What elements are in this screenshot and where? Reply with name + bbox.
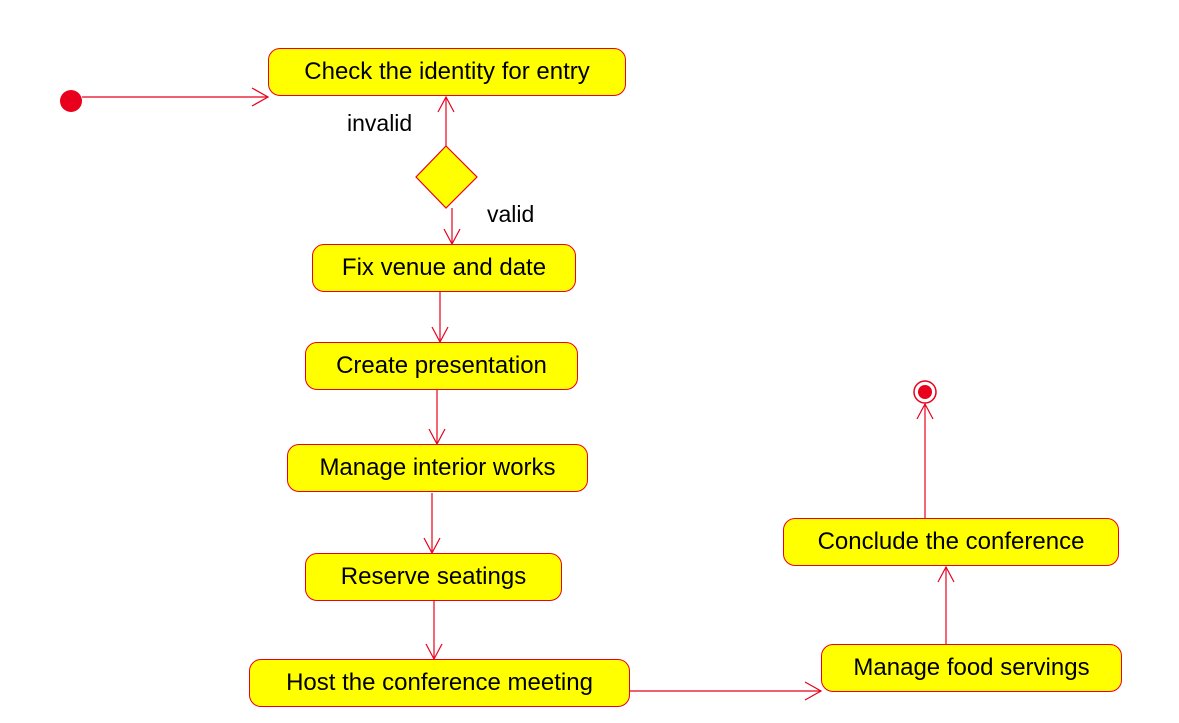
action-conclude: Conclude the conference: [783, 518, 1119, 566]
action-manage-interior: Manage interior works: [287, 444, 588, 492]
edge-start-to-check: [82, 87, 270, 107]
edge-interior-to-seatings: [423, 493, 441, 555]
edge-food-to-conclude: [937, 565, 955, 644]
action-manage-food: Manage food servings: [821, 644, 1122, 692]
action-host-meeting: Host the conference meeting: [249, 659, 630, 707]
guard-invalid-label: invalid: [347, 110, 413, 136]
start-node: [60, 90, 82, 112]
edge-conclude-to-end: [916, 402, 934, 518]
edge-fix-venue-to-presentation: [431, 292, 449, 344]
guard-valid-label: valid: [487, 201, 535, 227]
end-node: [913, 380, 937, 404]
edge-presentation-to-interior: [428, 390, 446, 446]
edge-seatings-to-host: [425, 601, 443, 661]
action-create-presentation: Create presentation: [305, 342, 578, 390]
action-check-identity: Check the identity for entry: [268, 48, 626, 96]
action-reserve-seatings: Reserve seatings: [305, 553, 562, 601]
edge-decision-to-check: [437, 95, 455, 146]
edge-host-to-food: [630, 681, 823, 701]
decision-diamond: [415, 145, 478, 209]
edge-decision-to-fix-venue: [443, 208, 461, 246]
action-fix-venue: Fix venue and date: [312, 244, 576, 292]
